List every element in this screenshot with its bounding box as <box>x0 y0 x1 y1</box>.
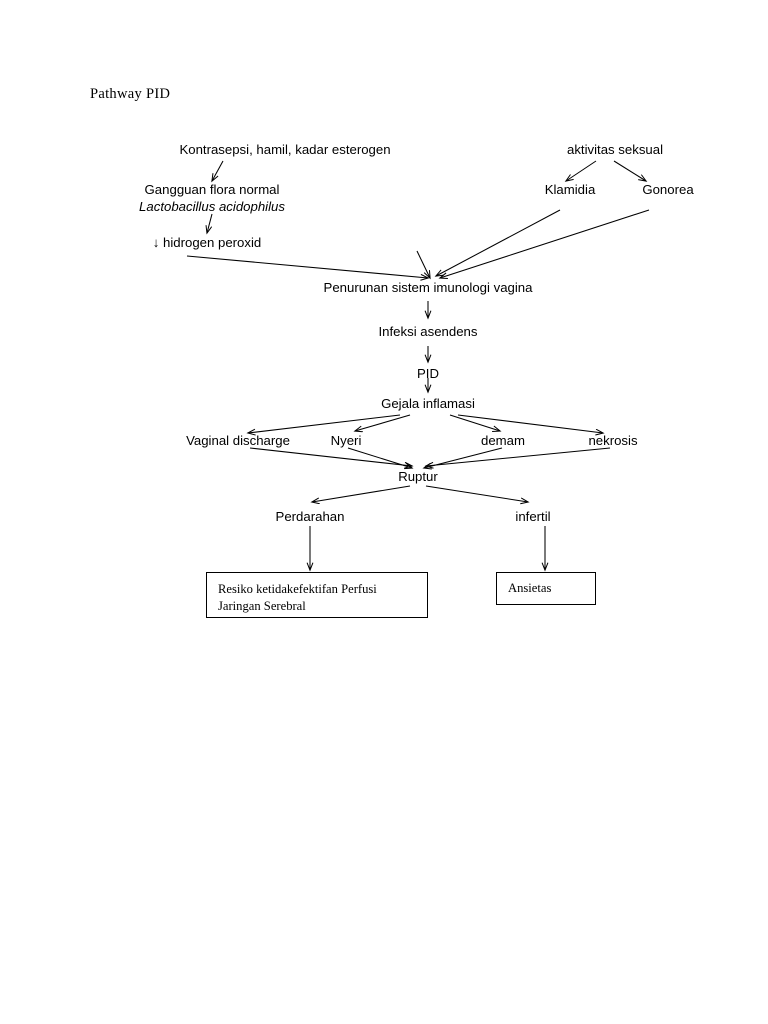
node-klamidia: Klamidia <box>544 182 596 197</box>
node-gonorea: Gonorea <box>642 182 694 197</box>
node-nyeri: Nyeri <box>330 433 362 448</box>
node-hidrogen-peroxid: ↓ hidrogen peroxid <box>152 235 262 250</box>
box-resiko-perfusi: Resiko ketidakefektifan Perfusi Jaringan… <box>206 572 428 618</box>
node-demam: demam <box>481 433 525 448</box>
node-gangguan-flora: Gangguan flora normal Lactobacillus acid… <box>139 182 285 214</box>
node-infertil: infertil <box>515 509 551 524</box>
node-pid: PID <box>417 366 439 381</box>
node-infeksi-asendens: Infeksi asendens <box>378 324 478 339</box>
node-gejala-inflamasi: Gejala inflamasi <box>381 396 475 411</box>
node-perdarahan: Perdarahan <box>275 509 345 524</box>
node-kontrasepsi: Kontrasepsi, hamil, kadar esterogen <box>179 142 391 157</box>
node-vaginal-discharge: Vaginal discharge <box>186 433 290 448</box>
node-ruptur: Ruptur <box>398 469 438 484</box>
pathway-diagram: Kontrasepsi, hamil, kadar esterogen akti… <box>90 128 706 618</box>
node-nekrosis: nekrosis <box>588 433 638 448</box>
diagram-arrows <box>186 160 650 518</box>
node-lactobacillus: Lactobacillus acidophilus <box>139 198 285 214</box>
node-penurunan-sistem-imunologi: Penurunan sistem imunologi vagina <box>323 280 533 295</box>
box-ansietas: Ansietas <box>496 572 596 605</box>
node-aktivitas-seksual: aktivitas seksual <box>566 142 664 157</box>
page-title: Pathway PID <box>90 86 171 102</box>
